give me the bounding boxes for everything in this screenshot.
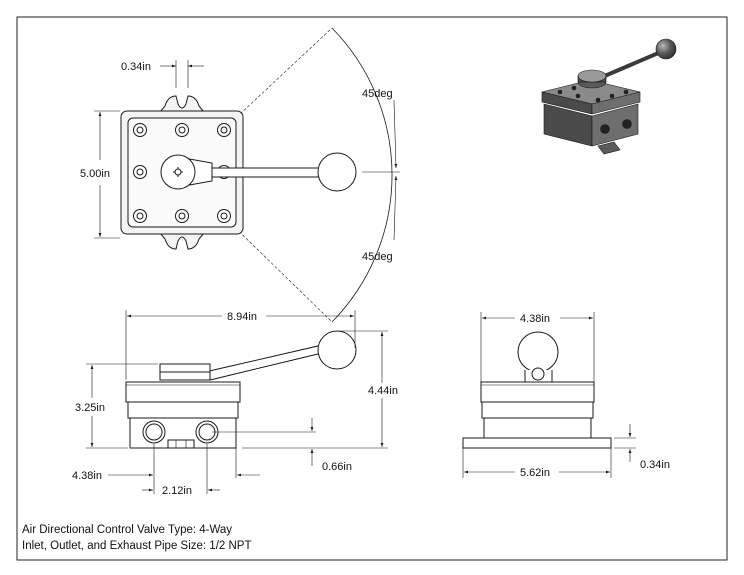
spec-note-valve-type: Air Directional Control Valve Type: 4-Wa… (22, 524, 233, 536)
dim-base-offset: 0.66in (322, 461, 352, 473)
front-handle-knob (317, 330, 357, 370)
front-handle-arm (204, 345, 323, 381)
top-ear-lower (159, 232, 205, 250)
dim-side-top-width: 4.38in (520, 313, 550, 325)
front-view (86, 310, 388, 494)
dim-side-base-width: 5.62in (520, 467, 550, 479)
side-view (462, 312, 636, 478)
dim-body-height: 3.25in (75, 402, 105, 414)
side-body (481, 401, 594, 419)
side-knob (517, 331, 559, 373)
dim-overall-height: 4.44in (368, 385, 398, 397)
dim-port-offset: 4.38in (72, 470, 102, 482)
side-base-flange (462, 437, 612, 449)
top-ear-upper (159, 95, 205, 113)
front-ports (142, 420, 219, 444)
isometric-view (541, 38, 677, 155)
top-handle-shaft (211, 167, 321, 178)
top-bolts (133, 123, 231, 223)
front-body (127, 401, 239, 419)
top-handle-knob (317, 152, 357, 192)
dim-rotation-upper: 45deg (362, 88, 393, 100)
rotation-arc (331, 27, 393, 323)
dim-top-ear-gap: 0.34in (121, 61, 151, 73)
spec-note-pipe-size: Inlet, Outlet, and Exhaust Pipe Size: 1/… (22, 540, 252, 552)
dim-port-spacing: 2.12in (162, 485, 192, 497)
dim-rotation-lower: 45deg (362, 251, 393, 263)
sheet-border (16, 16, 728, 561)
dim-top-height: 5.00in (80, 168, 110, 180)
dim-flange-thickness: 0.34in (640, 459, 670, 471)
dim-handle-length: 8.94in (227, 311, 257, 323)
iso-knob (655, 38, 677, 60)
top-view (94, 27, 400, 323)
